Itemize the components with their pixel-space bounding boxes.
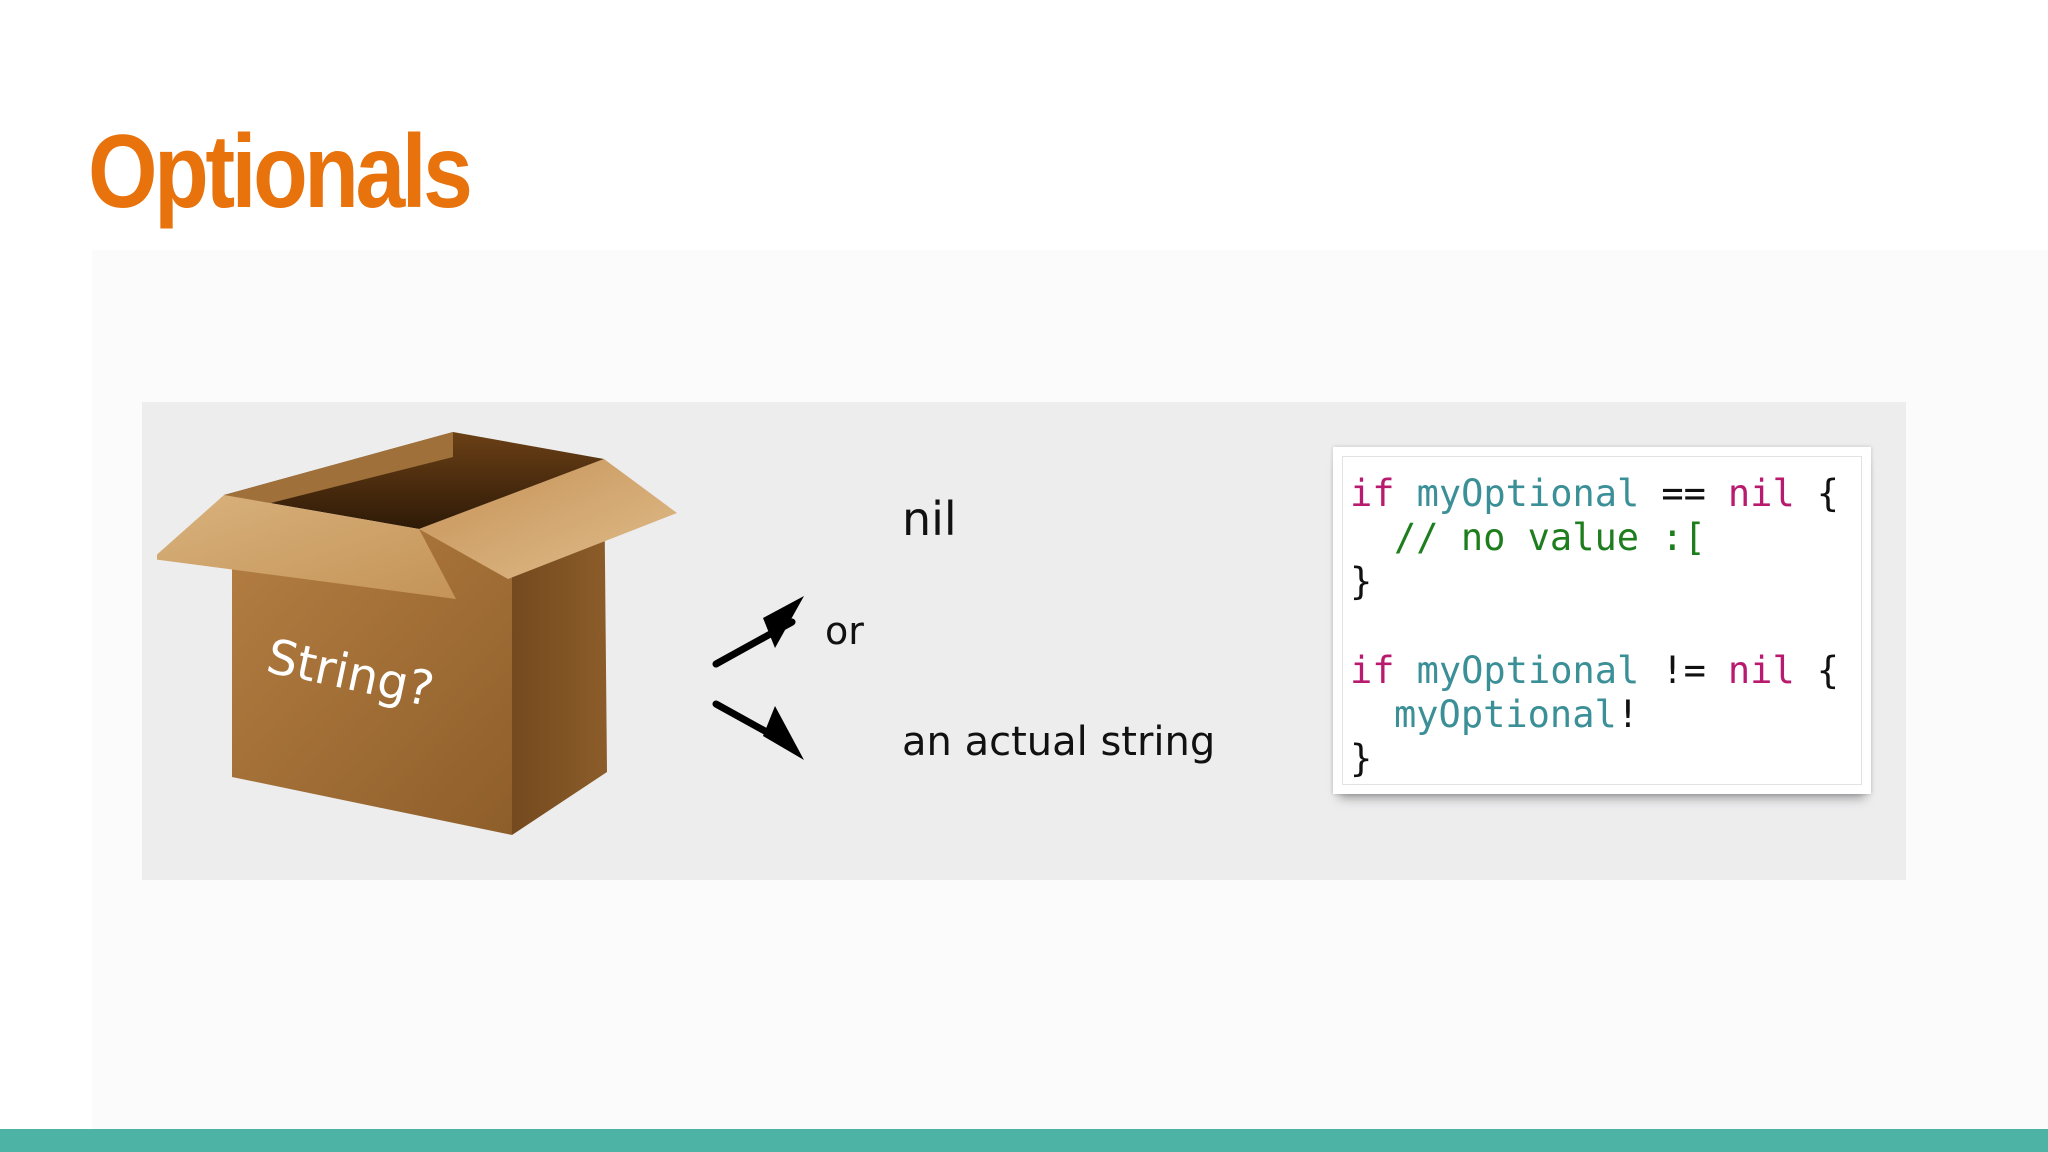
box-interior	[224, 432, 604, 529]
code-identifier: myOptional	[1394, 693, 1617, 736]
code-line-1: if myOptional == nil {	[1350, 475, 1839, 512]
box-back-flap	[224, 432, 453, 509]
code-brace: }	[1350, 560, 1373, 603]
code-nil: nil	[1727, 649, 1795, 692]
code-line-3: }	[1350, 563, 1372, 600]
code-line-6: }	[1350, 740, 1372, 777]
code-nil: nil	[1727, 472, 1795, 515]
code-operator: ==	[1661, 472, 1706, 515]
box-left-flap	[157, 495, 456, 599]
code-operator: !=	[1661, 649, 1706, 692]
code-line-2: // no value :[	[1394, 519, 1706, 556]
box-right-flap	[419, 459, 677, 579]
outcome-nil-label: nil	[902, 492, 957, 546]
code-line-5: myOptional!	[1394, 696, 1639, 733]
code-keyword: if	[1350, 472, 1395, 515]
code-brace: {	[1816, 649, 1839, 692]
outcome-string-label: an actual string	[902, 719, 1216, 765]
cardboard-box-illustration: String?	[157, 432, 677, 835]
code-comment: // no value :[	[1394, 516, 1706, 559]
arrows	[712, 596, 804, 760]
code-keyword: if	[1350, 649, 1395, 692]
footer-accent-bar	[0, 1129, 2048, 1152]
code-unwrap-operator: !	[1616, 693, 1640, 736]
arrow-up-head	[763, 596, 804, 648]
slide-title: Optionals	[88, 114, 473, 230]
code-line-4: if myOptional != nil {	[1350, 652, 1839, 689]
code-identifier: myOptional	[1416, 472, 1640, 515]
code-brace: {	[1816, 472, 1839, 515]
arrow-down-head	[763, 706, 804, 760]
code-identifier: myOptional	[1416, 649, 1640, 692]
connector-or-label: or	[825, 609, 864, 653]
box-front-face	[232, 529, 512, 835]
code-brace: }	[1350, 737, 1373, 780]
